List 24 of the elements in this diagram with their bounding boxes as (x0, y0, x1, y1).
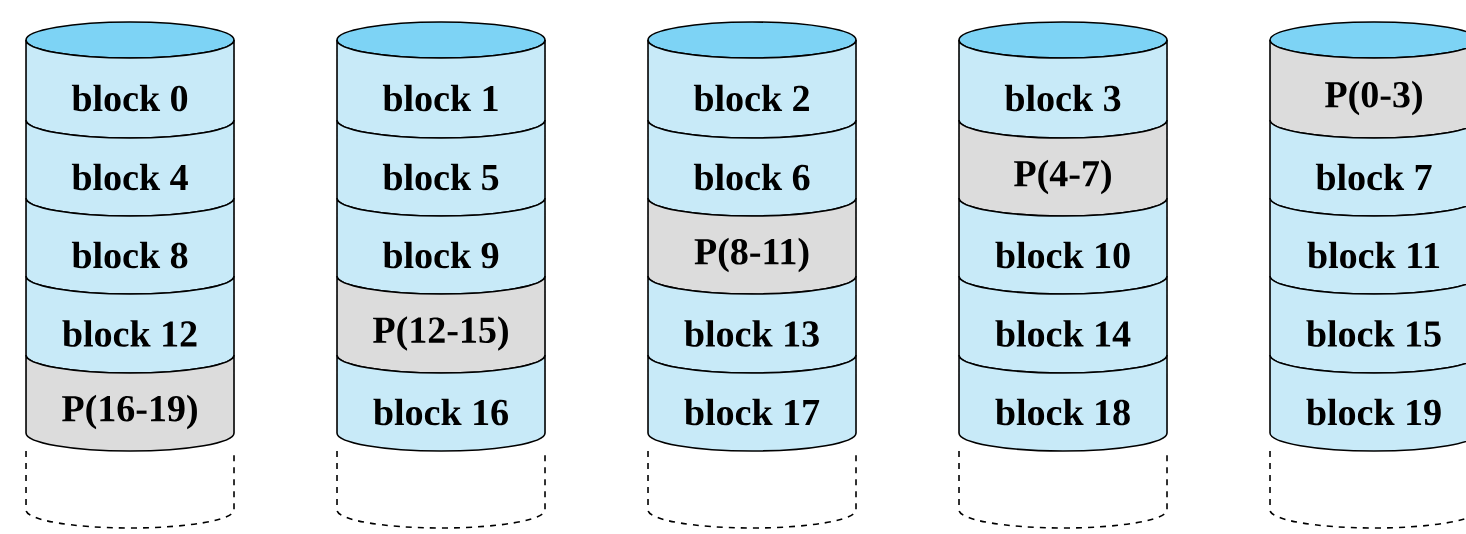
block-band: block 12 (25, 275, 235, 374)
node-label: block 7 (1315, 163, 1432, 191)
block-band: block 9 (336, 197, 546, 295)
parity-band: P(8-11) (647, 197, 857, 295)
block-band: block 7 (1269, 119, 1466, 217)
node-label: block 11 (1307, 241, 1440, 269)
block-band: block 11 (1269, 197, 1466, 295)
block-band: block 16 (336, 354, 546, 452)
parity-band: P(12-15) (336, 275, 546, 374)
block-band: block 6 (647, 119, 857, 217)
block-band: block 17 (647, 354, 857, 452)
block-band: block 4 (25, 119, 235, 217)
parity-band: P(16-19) (25, 354, 235, 452)
block-band: block 10 (958, 197, 1168, 295)
block-band: block 8 (25, 197, 235, 295)
block-band: block 5 (336, 119, 546, 217)
parity-band: P(4-7) (958, 119, 1168, 217)
node-label: block 19 (1306, 398, 1441, 426)
block-band: block 18 (958, 354, 1168, 452)
block-band: block 13 (647, 275, 857, 374)
node-label: block 15 (1306, 320, 1441, 347)
block-band: block 15 (1269, 275, 1466, 374)
block-band: block 14 (958, 275, 1168, 374)
block-band: block 19 (1269, 354, 1466, 452)
